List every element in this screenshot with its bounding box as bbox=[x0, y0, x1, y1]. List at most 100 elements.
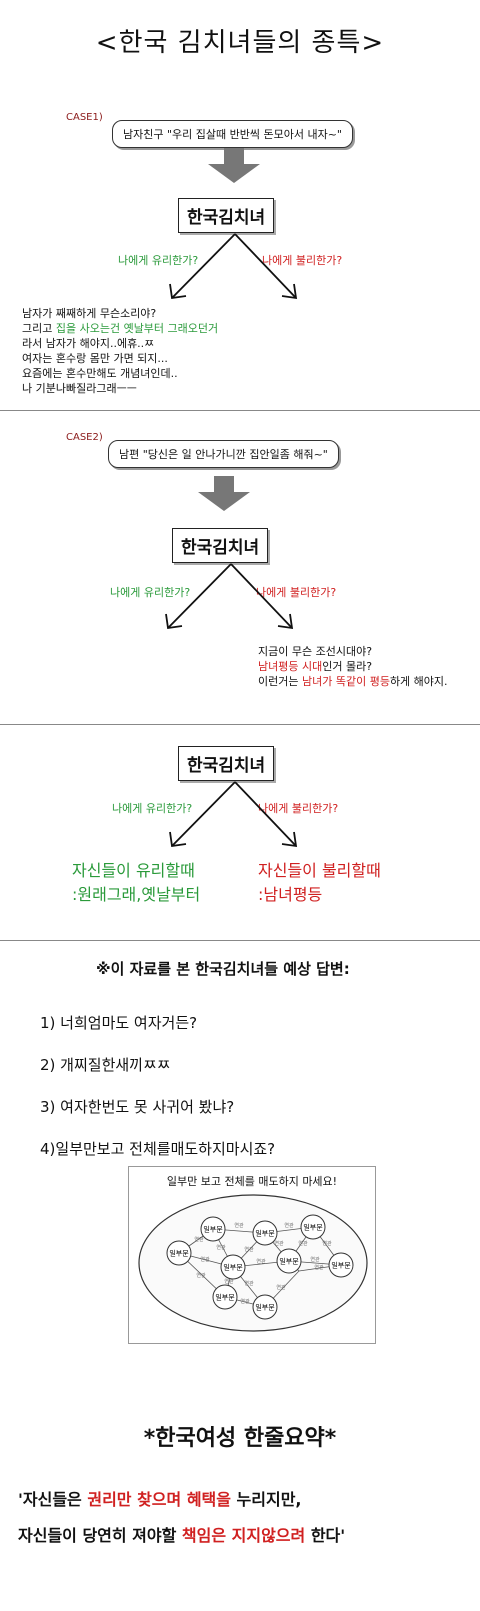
case1-down-arrow-icon bbox=[208, 148, 260, 183]
case2-response-line-2: 남녀평등 시대인거 몰라? bbox=[258, 659, 448, 674]
conclusion-title: *한국여성 한줄요약* bbox=[143, 1426, 337, 1451]
case2-response-text-segment: 남녀가 똑같이 평등 bbox=[301, 675, 390, 688]
case2-left-label: 나에게 유리한가? bbox=[110, 586, 191, 599]
page-title: <한국 김치녀들의 종특> bbox=[95, 28, 385, 58]
network-node bbox=[276, 1248, 302, 1274]
network-link-label: 연관 bbox=[196, 1272, 206, 1279]
summary-left-line2: :원래그래,옛날부터 bbox=[72, 885, 201, 904]
case2-branch-arrows-icon bbox=[165, 563, 294, 630]
summary-right-label: 나에게 불리한가? bbox=[258, 802, 339, 815]
summary-right-line1: 자신들이 불리할때 bbox=[258, 861, 381, 880]
case2-response-text-segment: 지금이 무슨 조선시대야? bbox=[258, 645, 373, 658]
expected-heading: ※이 자료를 본 한국김치녀들 예상 답변: bbox=[96, 960, 350, 978]
network-link-label: 연관 bbox=[276, 1284, 286, 1291]
network-node-label: 일부분 bbox=[279, 1257, 299, 1266]
conclusion-line-1-text-segment: 누리지만, bbox=[230, 1490, 302, 1509]
conclusion-line-2-text-segment: 한다' bbox=[305, 1526, 346, 1545]
network-link-label: 연관 bbox=[244, 1246, 254, 1253]
network-node-label: 일부분 bbox=[203, 1225, 223, 1234]
case2-response-text-segment: 하게 해야지. bbox=[389, 675, 448, 688]
case2-right-label: 나에게 불리한가? bbox=[256, 586, 337, 599]
expected-answer-2: 2) 개찌질한새끼ㅉㅉ bbox=[40, 1056, 171, 1074]
network-link-label: 연관 bbox=[194, 1236, 204, 1243]
case2-response-text-segment: 인거 몰라? bbox=[322, 660, 373, 673]
divider-3 bbox=[0, 940, 480, 941]
case1-kimchi-box: 한국김치녀 bbox=[178, 198, 275, 233]
network-node bbox=[252, 1220, 278, 1246]
case1-response-text-segment: 그리고 bbox=[22, 322, 56, 335]
conclusion-line-2-text-segment: 책임은 지지않으려 bbox=[181, 1526, 306, 1545]
case1-branch-arrows-icon bbox=[169, 233, 298, 300]
network-node-label: 일부분 bbox=[331, 1261, 351, 1270]
network-link-label: 연관 bbox=[240, 1298, 250, 1305]
conclusion-line-2: 자신들이 당연히 져야할 책임은 지지않으려 한다' bbox=[18, 1522, 345, 1546]
network-link-label: 연관 bbox=[274, 1240, 284, 1247]
network-node-label: 일부분 bbox=[255, 1229, 275, 1238]
summary-right-line2: :남녀평등 bbox=[258, 885, 323, 904]
network-link-label: 연관 bbox=[234, 1222, 244, 1229]
case1-response-text-segment: 나 기분나빠질라그래ㅡㅡ bbox=[22, 382, 137, 395]
summary-branch-arrows-icon bbox=[169, 781, 298, 848]
case2-response-line-3: 이런거는 남녀가 똑같이 평등하게 해야지. bbox=[258, 674, 448, 689]
network-node bbox=[300, 1214, 326, 1240]
expected-answer-4: 4)일부만보고 전체를매도하지마시죠? bbox=[40, 1140, 276, 1158]
divider-1 bbox=[0, 410, 480, 411]
network-node bbox=[220, 1254, 246, 1280]
case1-response-text-segment: 여자는 혼수랑 몸만 가면 되지... bbox=[22, 352, 168, 365]
case1-response-line-6: 나 기분나빠질라그래ㅡㅡ bbox=[22, 381, 218, 396]
case1-quote: 남자친구 "우리 집살때 반반씩 돈모아서 내자~" bbox=[112, 120, 353, 148]
network-link-label: 연관 bbox=[322, 1240, 332, 1247]
network-link-label: 연관 bbox=[224, 1278, 234, 1285]
diagram-title: 일부만 보고 전체를 매도하지 마세요! bbox=[166, 1175, 338, 1188]
case1-response-line-4: 여자는 혼수랑 몸만 가면 되지... bbox=[22, 351, 218, 366]
network-node-label: 일부분 bbox=[169, 1249, 189, 1258]
case2-kimchi-box: 한국김치녀 bbox=[172, 528, 269, 563]
network-link-label: 연관 bbox=[256, 1258, 266, 1265]
case1-label: CASE1) bbox=[66, 112, 103, 123]
network-node-label: 일부분 bbox=[223, 1263, 243, 1272]
network-link-label: 연관 bbox=[200, 1256, 210, 1263]
network-node bbox=[252, 1294, 278, 1320]
case2-response-text-segment: 남녀평등 시대 bbox=[258, 660, 323, 673]
network-node-label: 일부분 bbox=[303, 1223, 323, 1232]
conclusion-line-1-text-segment: '자신들은 bbox=[18, 1490, 88, 1509]
conclusion-line-1: '자신들은 권리만 찾으며 혜택을 누리지만, bbox=[18, 1486, 302, 1510]
case2-down-arrow-icon bbox=[198, 476, 250, 511]
network-graph: 연관연관연관연관연관연관연관연관연관연관연관연관연관연관연관연관연관연관 일부분… bbox=[138, 1194, 368, 1332]
conclusion-line-1-text-segment: 권리만 찾으며 혜택을 bbox=[87, 1490, 231, 1509]
network-link-label: 연관 bbox=[314, 1264, 324, 1271]
conclusion-line-2-text-segment: 자신들이 당연히 져야할 bbox=[18, 1526, 182, 1545]
case2-label: CASE2) bbox=[66, 432, 103, 443]
summary-left-line1: 자신들이 유리할때 bbox=[72, 861, 195, 880]
case1-response-text-segment: 집을 사오는건 옛날부터 그래오던거 bbox=[55, 322, 219, 335]
summary-left-label: 나에게 유리한가? bbox=[112, 802, 193, 815]
expected-answer-1: 1) 너희엄마도 여자거든? bbox=[40, 1014, 198, 1032]
network-link-label: 연관 bbox=[244, 1280, 254, 1287]
case1-response-line-2: 그리고 집을 사오는건 옛날부터 그래오던거 bbox=[22, 321, 218, 336]
network-node bbox=[166, 1240, 192, 1266]
case1-response-text-segment: 남자가 째째하게 무슨소리야? bbox=[22, 307, 157, 320]
network-link-label: 연관 bbox=[298, 1240, 308, 1247]
network-node-label: 일부분 bbox=[215, 1293, 235, 1302]
case1-response-text-segment: 요즘에는 혼수만해도 개념녀인데.. bbox=[22, 367, 178, 380]
case1-response-line-1: 남자가 째째하게 무슨소리야? bbox=[22, 306, 218, 321]
network-node bbox=[212, 1284, 238, 1310]
case2-response: 지금이 무슨 조선시대야?남녀평등 시대인거 몰라?이런거는 남녀가 똑같이 평… bbox=[258, 644, 448, 689]
network-link-label: 연관 bbox=[310, 1256, 320, 1263]
case2-quote: 남편 "당신은 일 안나가니깐 집안일좀 해줘~" bbox=[108, 440, 339, 468]
case2-response-line-1: 지금이 무슨 조선시대야? bbox=[258, 644, 448, 659]
expected-answer-3: 3) 여자한번도 못 사귀어 봤냐? bbox=[40, 1098, 235, 1116]
case1-response-text-segment: 라서 남자가 해야지..에휴..ㅉ bbox=[22, 337, 155, 350]
network-node bbox=[328, 1252, 354, 1278]
network-link-label: 연관 bbox=[284, 1222, 294, 1229]
divider-2 bbox=[0, 724, 480, 725]
network-node bbox=[200, 1216, 226, 1242]
network-node-label: 일부분 bbox=[255, 1303, 275, 1312]
case2-response-text-segment: 이런거는 bbox=[258, 675, 302, 688]
case1-response-line-5: 요즘에는 혼수만해도 개념녀인데.. bbox=[22, 366, 218, 381]
network-link-label: 연관 bbox=[216, 1244, 226, 1251]
case1-right-label: 나에게 불리한가? bbox=[262, 254, 343, 267]
case1-response-line-3: 라서 남자가 해야지..에휴..ㅉ bbox=[22, 336, 218, 351]
